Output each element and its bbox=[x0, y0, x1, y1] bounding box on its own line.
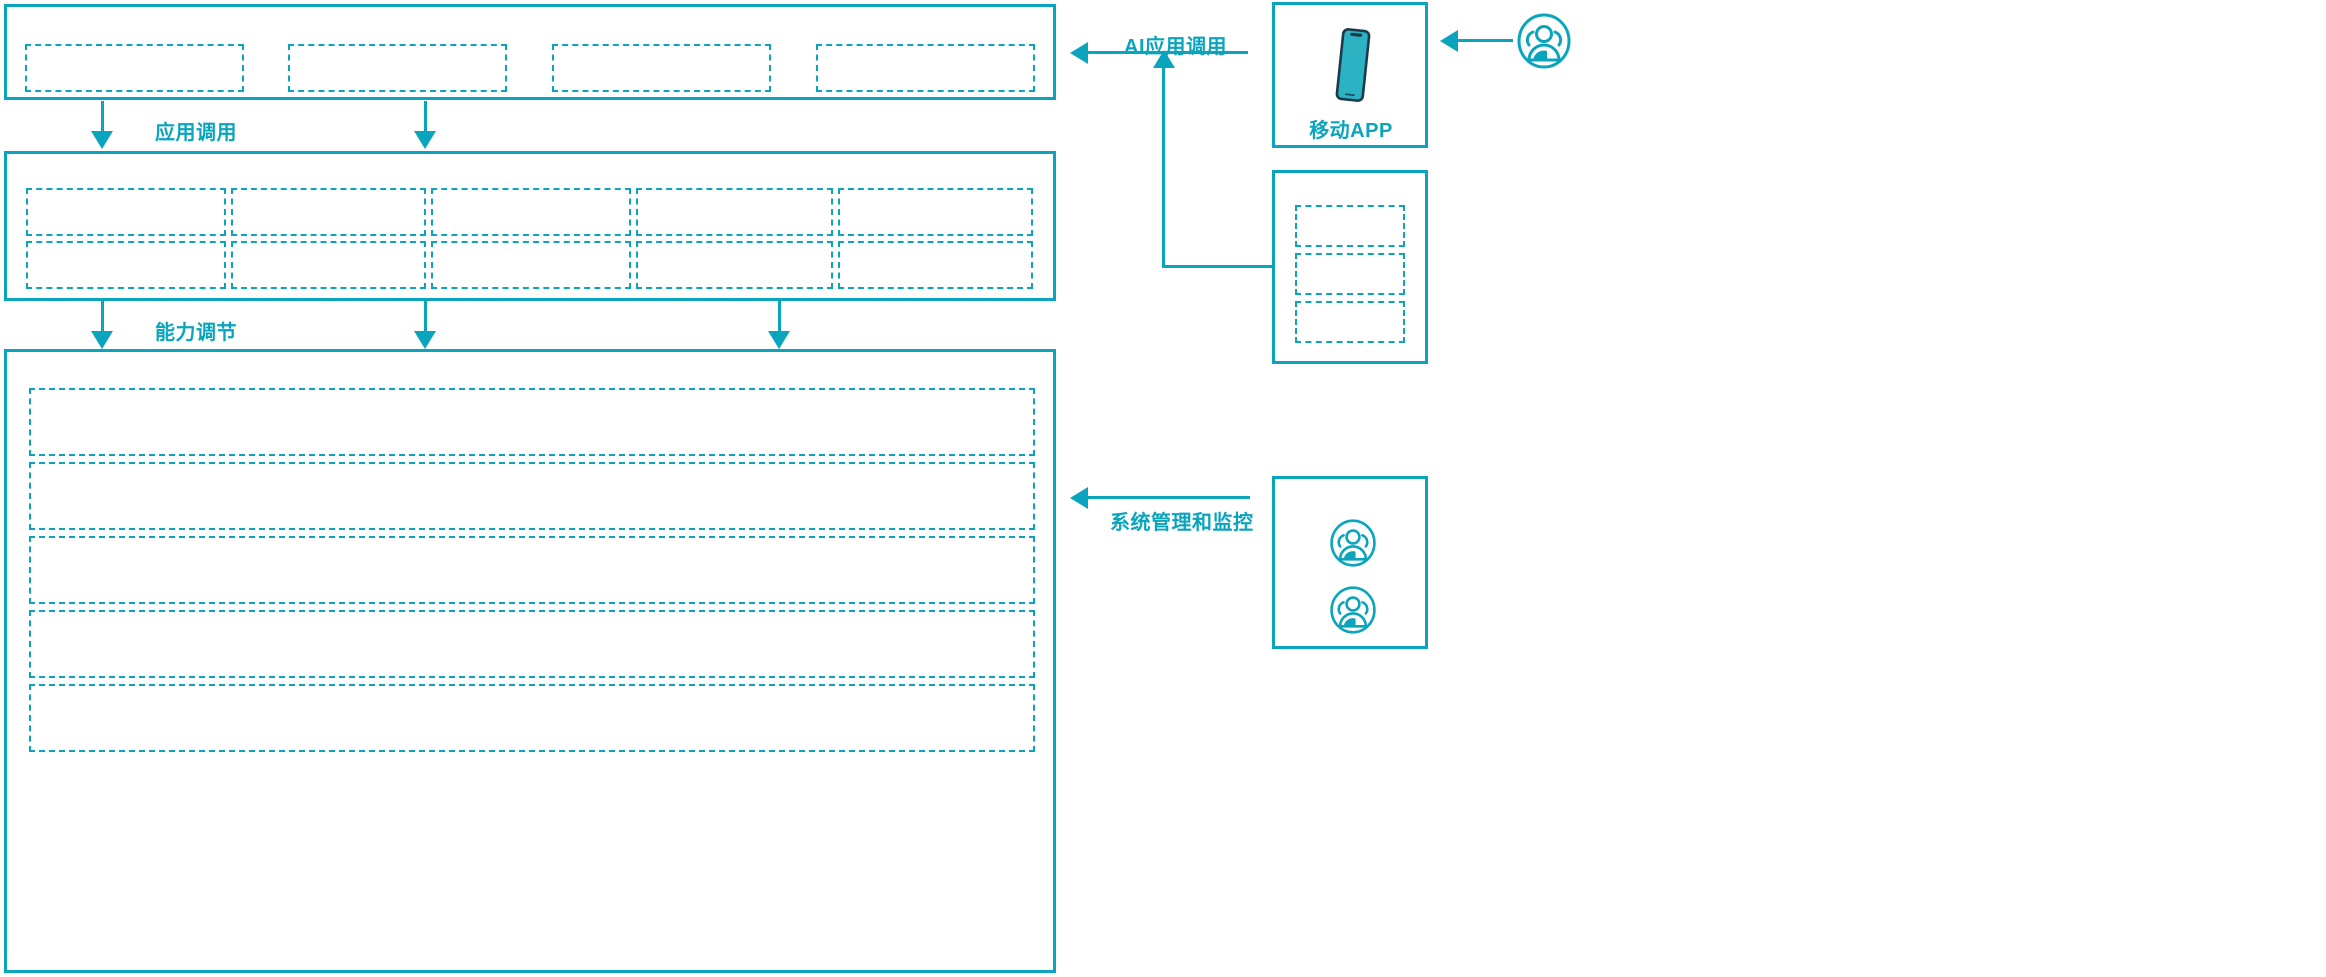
capability-box[interactable] bbox=[26, 241, 226, 289]
capability-box[interactable] bbox=[838, 188, 1033, 236]
channel-box[interactable] bbox=[1295, 205, 1405, 247]
ai-app-call-base bbox=[1162, 265, 1272, 268]
operations-panel[interactable] bbox=[1272, 476, 1428, 649]
app-call-connector-line bbox=[424, 101, 427, 134]
channel-panel[interactable] bbox=[1272, 170, 1428, 364]
capability-layer-panel[interactable] bbox=[4, 151, 1056, 301]
channel-box[interactable] bbox=[1295, 253, 1405, 295]
app-call-arrowhead bbox=[91, 131, 113, 149]
infrastructure-bar[interactable] bbox=[29, 536, 1035, 604]
capability-tune-connector-line bbox=[101, 301, 104, 334]
application-box[interactable] bbox=[288, 44, 507, 92]
end-user-to-app-arrowhead bbox=[1440, 30, 1458, 52]
capability-box[interactable] bbox=[26, 188, 226, 236]
application-box[interactable] bbox=[816, 44, 1035, 92]
users-icon bbox=[1329, 518, 1377, 568]
capability-box[interactable] bbox=[431, 241, 631, 289]
phone-icon bbox=[1328, 25, 1378, 105]
capability-box[interactable] bbox=[231, 241, 426, 289]
ai-app-call-arrowhead bbox=[1070, 42, 1088, 64]
users-icon bbox=[1329, 585, 1377, 635]
ai-app-call-riser bbox=[1162, 66, 1165, 268]
capability-tune-arrowhead bbox=[414, 331, 436, 349]
channel-box[interactable] bbox=[1295, 301, 1405, 343]
infrastructure-bar[interactable] bbox=[29, 610, 1035, 678]
app-call-label: 应用调用 bbox=[155, 122, 237, 144]
ai-app-call-label: AI应用调用 bbox=[1124, 36, 1227, 58]
capability-box[interactable] bbox=[636, 241, 833, 289]
infrastructure-bar[interactable] bbox=[29, 684, 1035, 752]
capability-tune-arrowhead bbox=[768, 331, 790, 349]
capability-box[interactable] bbox=[636, 188, 833, 236]
capability-box[interactable] bbox=[431, 188, 631, 236]
capability-tune-arrowhead bbox=[91, 331, 113, 349]
application-box[interactable] bbox=[552, 44, 771, 92]
application-layer-panel[interactable] bbox=[4, 4, 1056, 100]
infrastructure-layer-panel[interactable] bbox=[4, 349, 1056, 973]
mobile-app-panel[interactable]: 移动APP bbox=[1272, 2, 1428, 148]
infrastructure-bar[interactable] bbox=[29, 462, 1035, 530]
application-box[interactable] bbox=[25, 44, 244, 92]
capability-box[interactable] bbox=[231, 188, 426, 236]
app-call-connector-line bbox=[101, 101, 104, 134]
sys-admin-monitor-label: 系统管理和监控 bbox=[1110, 512, 1254, 534]
sys-admin-monitor-line bbox=[1088, 496, 1250, 499]
ai-app-call-riser-arrowhead bbox=[1153, 50, 1175, 68]
users-icon bbox=[1516, 12, 1572, 70]
capability-tune-label: 能力调节 bbox=[155, 322, 237, 344]
infrastructure-bar[interactable] bbox=[29, 388, 1035, 456]
capability-box[interactable] bbox=[838, 241, 1033, 289]
sys-admin-monitor-arrowhead bbox=[1070, 487, 1088, 509]
mobile-app-label: 移动APP bbox=[1309, 120, 1393, 142]
capability-tune-connector-line bbox=[424, 301, 427, 334]
end-user-to-app-line bbox=[1458, 39, 1513, 42]
app-call-arrowhead bbox=[414, 131, 436, 149]
capability-tune-connector-line bbox=[778, 301, 781, 334]
